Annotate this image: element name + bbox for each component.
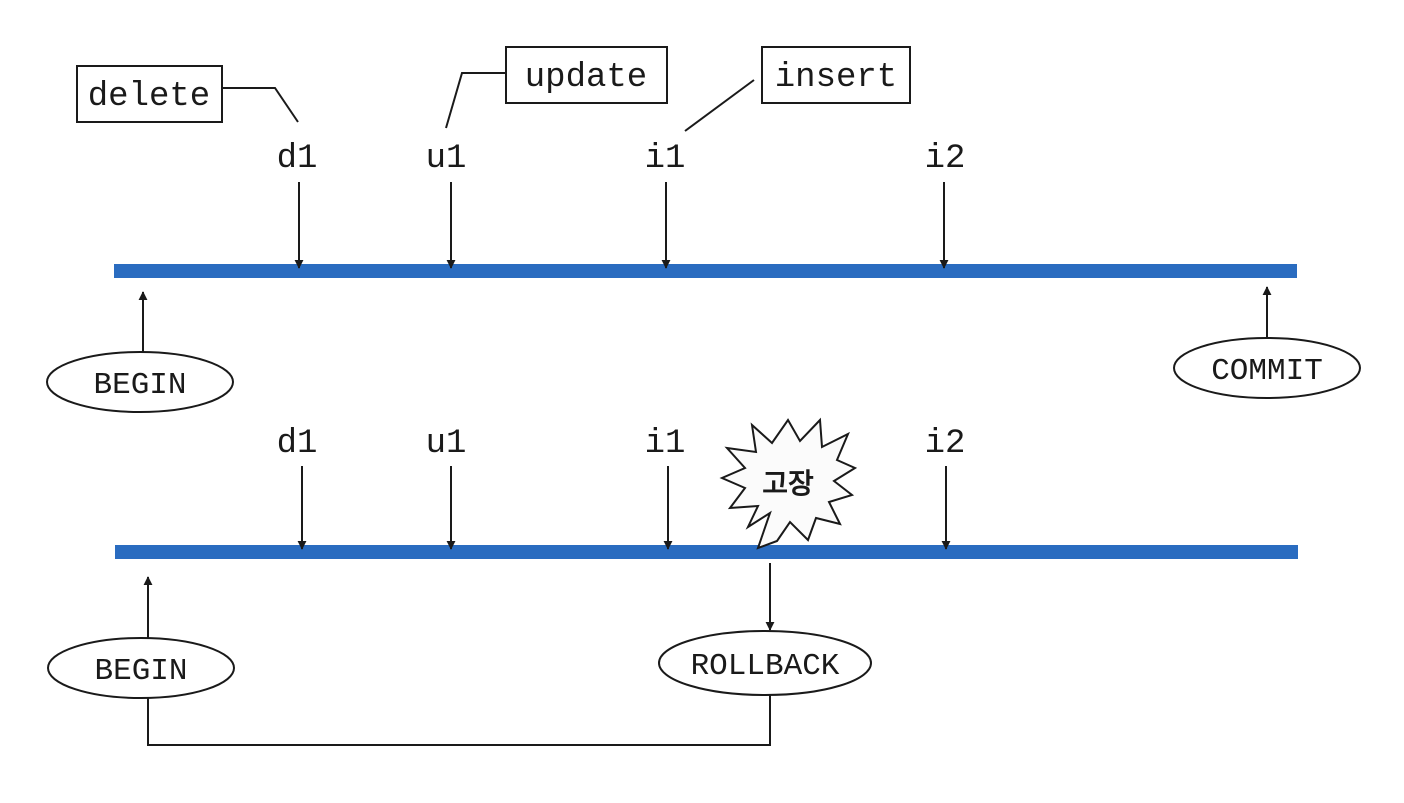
bottom-timeline	[115, 545, 1298, 559]
rollback-return-path	[147, 695, 771, 746]
failure-burst-icon	[719, 417, 858, 550]
bottom-begin-label: BEGIN	[94, 654, 187, 689]
top-begin-label: BEGIN	[93, 368, 186, 403]
failure-label: 고장	[762, 467, 814, 500]
bottom-scenario: d1 u1 i1 i2 고장 BEGIN ROLLBACK	[47, 417, 1298, 746]
delete-box-label: delete	[88, 78, 210, 116]
commit-label: COMMIT	[1211, 354, 1323, 389]
delete-connector	[222, 87, 299, 123]
insert-box: insert	[761, 46, 911, 104]
bottom-op-i2: i2	[925, 425, 966, 463]
failure-burst: 고장	[719, 417, 858, 550]
top-scenario: delete update insert d1 u1 i1 i2 BEGIN	[46, 46, 1361, 413]
top-op-i1: i1	[645, 140, 686, 178]
bottom-op-i1: i1	[645, 425, 686, 463]
bottom-op-u1: u1	[426, 425, 467, 463]
bottom-begin-ellipse: BEGIN	[47, 637, 235, 699]
top-begin-ellipse: BEGIN	[46, 351, 234, 413]
update-box-label: update	[525, 59, 647, 97]
insert-connector	[684, 79, 755, 132]
top-op-u1: u1	[426, 140, 467, 178]
rollback-ellipse: ROLLBACK	[658, 630, 872, 696]
update-box: update	[505, 46, 668, 104]
insert-box-label: insert	[775, 59, 897, 97]
delete-box: delete	[76, 65, 223, 123]
commit-ellipse: COMMIT	[1173, 337, 1361, 399]
top-timeline	[114, 264, 1297, 278]
top-op-d1: d1	[277, 140, 318, 178]
rollback-label: ROLLBACK	[691, 649, 840, 684]
top-op-i2: i2	[925, 140, 966, 178]
update-connector	[445, 72, 506, 129]
bottom-op-d1: d1	[277, 425, 318, 463]
